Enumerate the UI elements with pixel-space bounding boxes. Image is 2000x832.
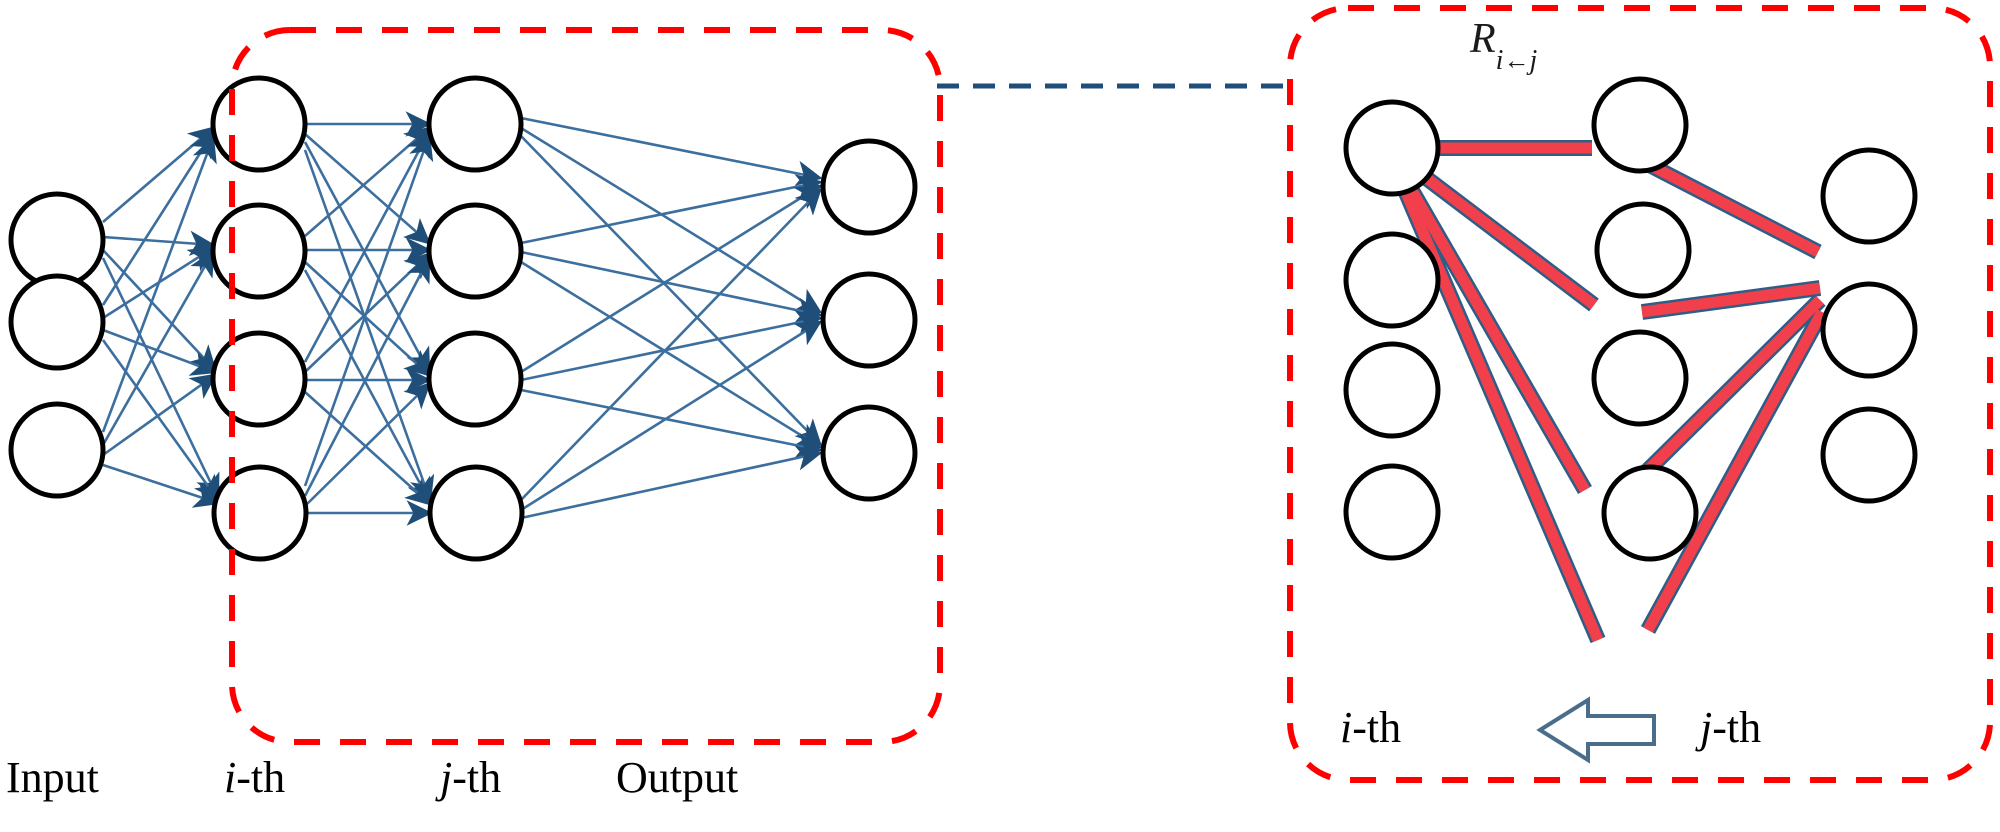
node-ith-2[interactable] (210, 202, 308, 300)
edges-jth-to-output (520, 116, 823, 520)
left-dashed-border (229, 27, 943, 745)
node-r-right-1[interactable] (1820, 147, 1918, 245)
label-output-text: Output (616, 753, 739, 802)
relevance-label: Ri←j (1470, 16, 1537, 75)
node-r-mid-1[interactable] (1591, 76, 1689, 174)
node-ith-1[interactable] (210, 75, 308, 173)
node-output-3[interactable] (820, 404, 918, 502)
label-jth-italic: j (440, 753, 453, 802)
relevance-label-sub-from: j (1529, 45, 1538, 77)
label-right-ith-italic: i (1340, 703, 1353, 752)
label-ith: i-th (224, 756, 285, 800)
relevance-label-sub-to: i (1495, 45, 1504, 77)
node-ith-3[interactable] (210, 330, 308, 428)
nodes-jth-layer (426, 75, 525, 562)
nodes-right-col-right (1820, 147, 1918, 504)
node-r-left-2[interactable] (1343, 231, 1441, 329)
label-right-ith: i-th (1340, 706, 1401, 750)
relevance-direction-arrow-icon (1536, 696, 1656, 764)
node-jth-1[interactable] (426, 75, 524, 173)
node-jth-3[interactable] (426, 330, 524, 428)
label-jth-text: -th (452, 753, 502, 802)
node-output-1[interactable] (820, 138, 918, 236)
node-input-2[interactable] (8, 273, 106, 371)
label-right-jth-text: -th (1712, 703, 1762, 752)
node-jth-4[interactable] (427, 464, 525, 562)
label-right-jth-italic: j (1700, 703, 1713, 752)
node-r-left-1[interactable] (1343, 99, 1441, 197)
node-r-mid-4[interactable] (1601, 464, 1699, 562)
node-input-1[interactable] (8, 191, 106, 289)
label-ith-italic: i (224, 753, 237, 802)
node-output-2[interactable] (820, 271, 918, 369)
label-jth: j-th (440, 756, 501, 800)
relevance-label-base: R (1470, 16, 1496, 62)
right-dashed-border (1287, 5, 1993, 783)
label-ith-text: -th (236, 753, 286, 802)
relevance-label-sub-arrow: ← (1503, 46, 1530, 76)
edges-ith-to-jth (303, 111, 435, 526)
node-r-right-2[interactable] (1820, 281, 1918, 379)
label-output: Output (616, 756, 738, 800)
node-input-3[interactable] (8, 401, 106, 499)
nodes-input-layer (8, 191, 106, 499)
node-r-right-3[interactable] (1820, 406, 1918, 504)
node-r-mid-2[interactable] (1594, 201, 1692, 299)
nodes-right-col-left (1343, 99, 1441, 561)
nodes-output-layer (820, 138, 918, 502)
node-jth-2[interactable] (426, 202, 524, 300)
node-ith-4[interactable] (211, 464, 309, 562)
label-input: Input (6, 756, 99, 800)
label-right-ith-text: -th (1352, 703, 1402, 752)
node-r-left-4[interactable] (1343, 463, 1441, 561)
nodes-right-col-mid (1591, 76, 1699, 562)
label-right-jth: j-th (1700, 706, 1761, 750)
node-r-left-3[interactable] (1343, 341, 1441, 439)
node-r-mid-3[interactable] (1591, 329, 1689, 427)
nodes-ith-layer (210, 75, 309, 562)
edges-input-to-ith (101, 126, 221, 508)
label-input-text: Input (6, 753, 99, 802)
